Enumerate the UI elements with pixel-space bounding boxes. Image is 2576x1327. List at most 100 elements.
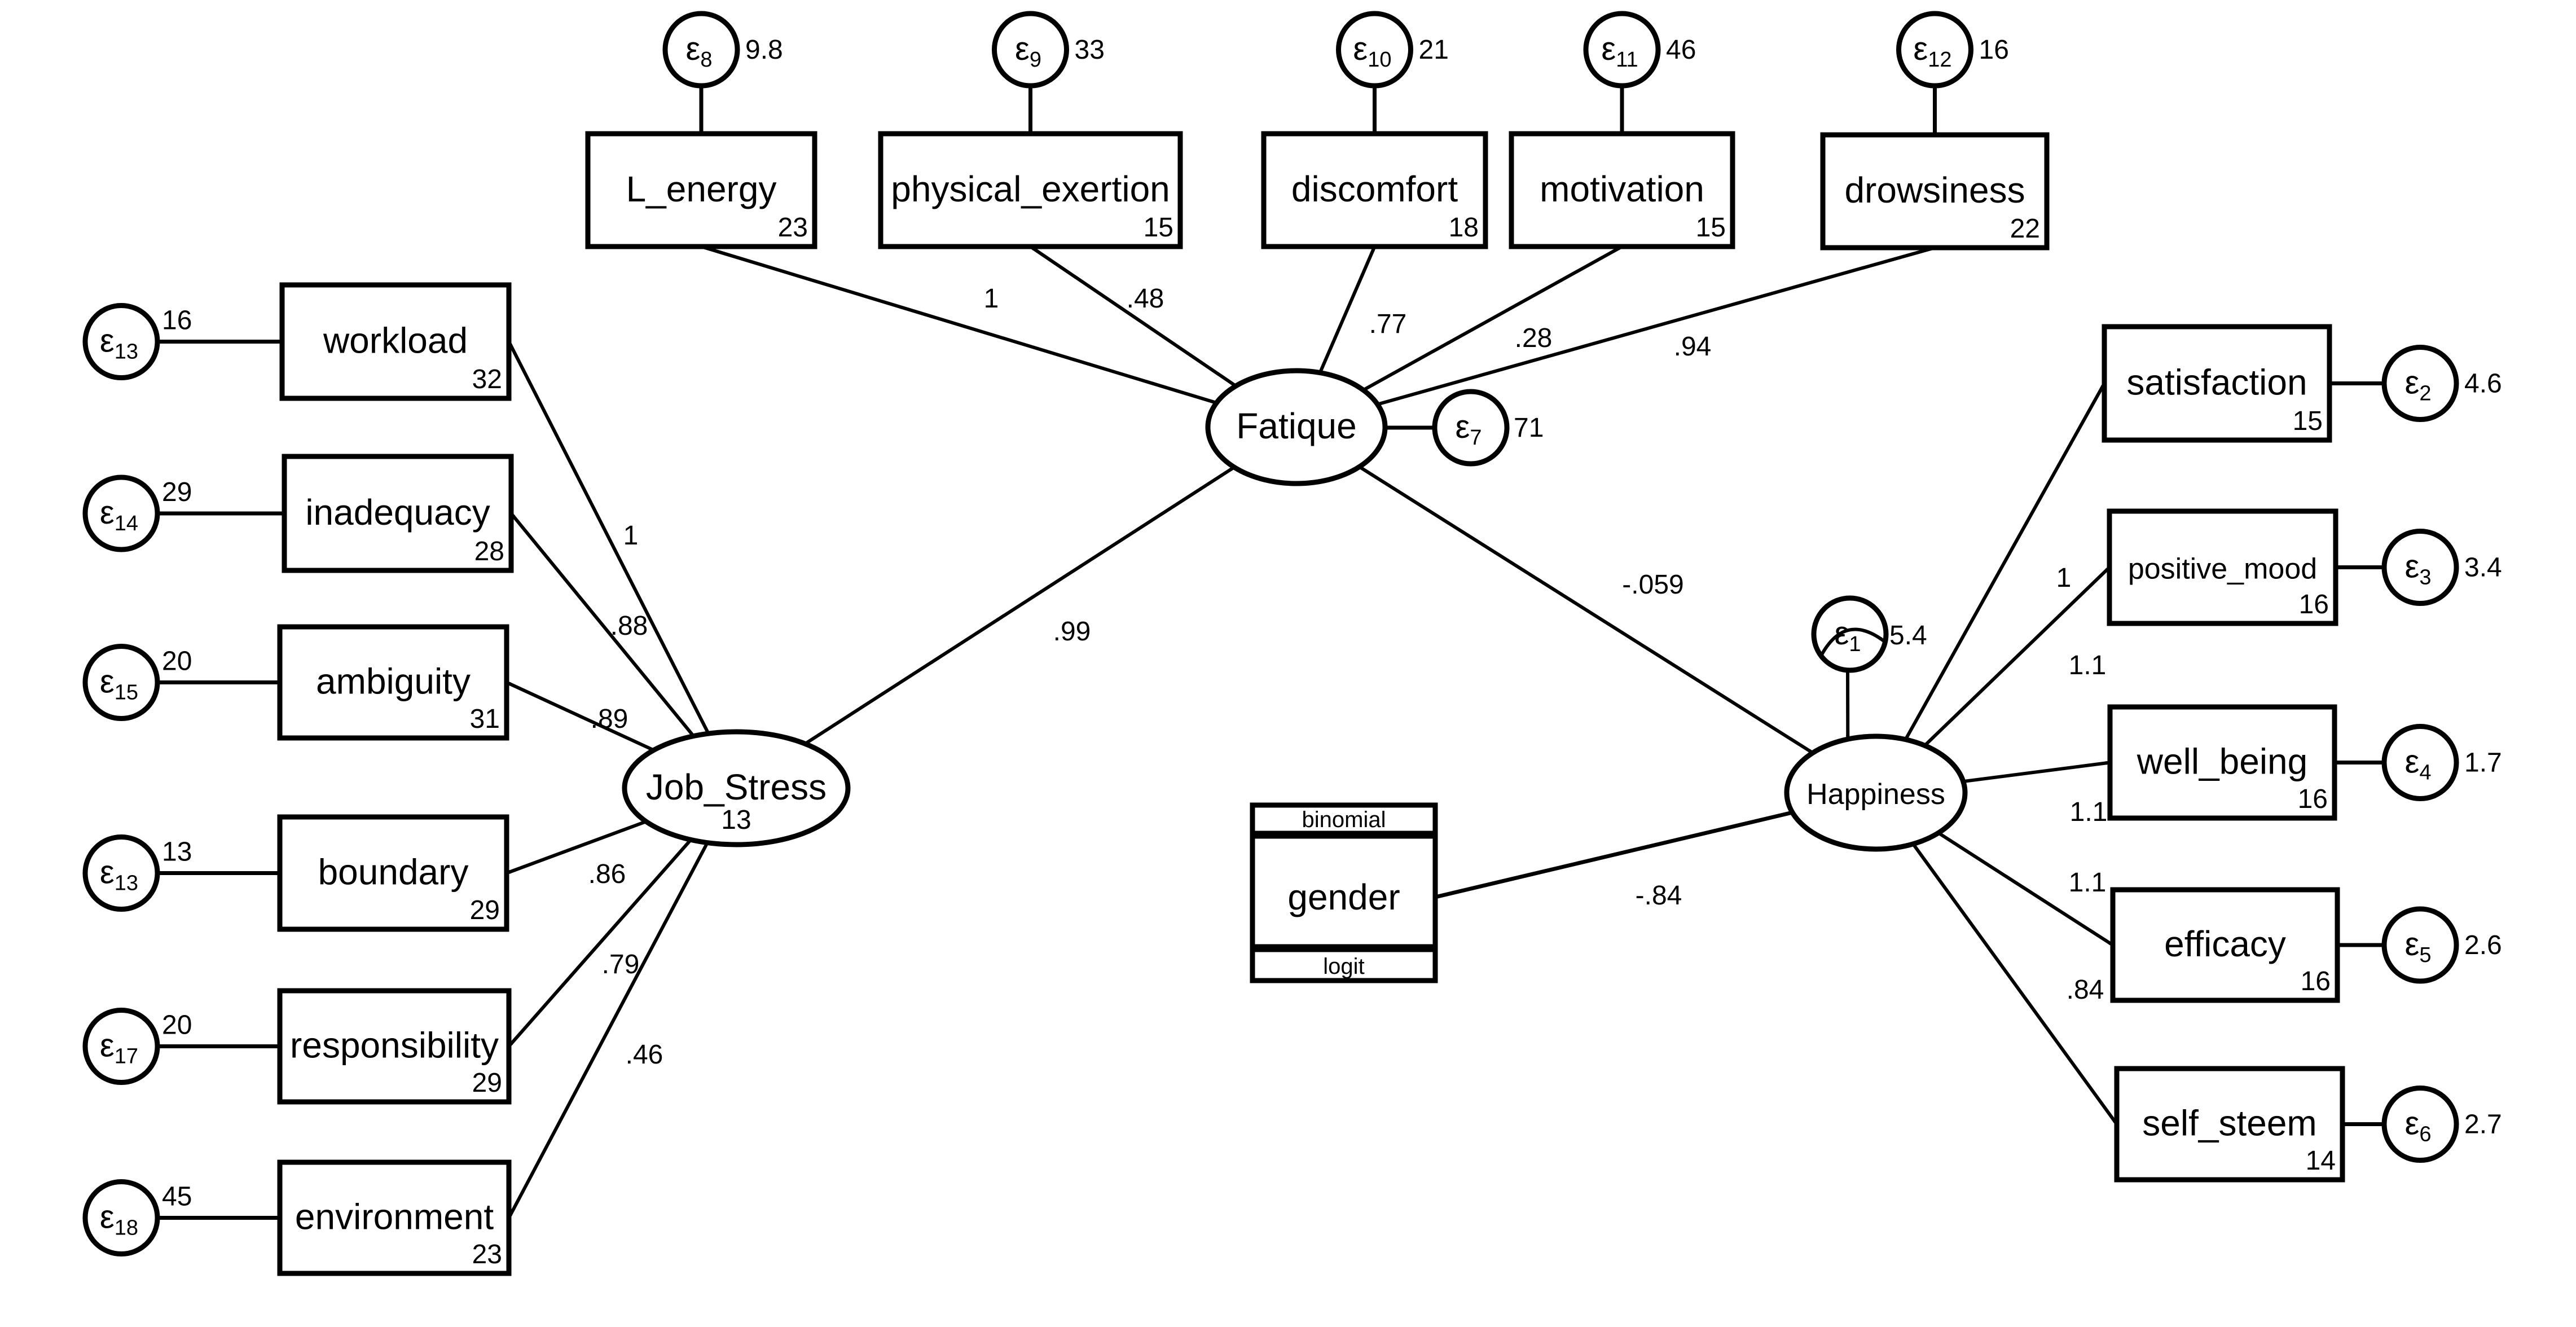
error-variance: 4.6 (2464, 369, 2502, 399)
indicator-label: responsibility (290, 1025, 499, 1066)
indicator-label: inadequacy (305, 492, 490, 533)
loading-path-efficacy (1937, 831, 2114, 947)
error-index: 9 (1030, 48, 1041, 72)
loading-coef: 1.1 (2070, 797, 2108, 827)
indicator-intercept: 16 (2299, 590, 2329, 619)
error-term-label: ε18 (100, 1199, 138, 1240)
loading-coef: 1 (623, 521, 639, 551)
indicator-intercept: 23 (778, 213, 808, 243)
indicator-box-well_being (2107, 704, 2337, 821)
loading-coef: .48 (1127, 284, 1164, 314)
error-term-label: ε14 (100, 494, 138, 535)
loading-coef: .46 (626, 1040, 663, 1070)
latent-happiness (1784, 733, 1968, 852)
loading-path-positive_mood (1923, 566, 2111, 747)
indicator-intercept: 18 (1449, 213, 1479, 243)
error-term-circle (662, 11, 740, 89)
gender-link-label: logit (1323, 954, 1364, 979)
epsilon-symbol: ε (2405, 744, 2420, 780)
nodes-layer (82, 11, 2459, 1276)
indicator-label: environment (295, 1197, 494, 1237)
error-index: 5 (2419, 943, 2431, 967)
indicator-box-physical_exertion (878, 131, 1183, 249)
error-variance: 45 (162, 1182, 192, 1212)
loading-path-ambiguity (505, 680, 654, 752)
loading-coef: .94 (1674, 332, 1712, 362)
error-variance: 9.8 (745, 35, 783, 65)
loading-path-responsibility (507, 838, 692, 1048)
error-index: 12 (1928, 48, 1951, 72)
gender-box (1250, 833, 1438, 950)
indicator-label: discomfort (1291, 169, 1458, 209)
indicator-box-motivation (1509, 131, 1735, 249)
error-term-circle (1896, 11, 1973, 89)
error-index: 6 (2419, 1123, 2431, 1146)
loading-path-well_being (1963, 761, 2111, 784)
indicator-label: drowsiness (1844, 170, 2025, 210)
loading-coef: 1.1 (2069, 651, 2107, 680)
error-index: 2 (2419, 382, 2431, 406)
indicator-box-l_energy (585, 131, 817, 249)
error-variance: 13 (162, 837, 192, 867)
error-index: 3 (2419, 566, 2431, 590)
epsilon-symbol: ε (1601, 30, 1616, 67)
epsilon-symbol: ε (1353, 30, 1368, 67)
error-index: 14 (115, 512, 138, 535)
error-term-label: ε15 (100, 663, 138, 705)
epsilon-symbol: ε (1015, 30, 1030, 67)
loading-path-environment (507, 842, 709, 1219)
latent-error-label: ε7 (1456, 408, 1482, 450)
error-term-circle (82, 1179, 160, 1256)
error-variance: 33 (1075, 35, 1105, 65)
error-index: 17 (115, 1045, 138, 1069)
loading-coef: .28 (1515, 323, 1553, 353)
error-term-label: ε2 (2405, 364, 2432, 406)
error-index: 7 (1470, 426, 1482, 450)
indicator-label: workload (323, 320, 468, 361)
loading-coef: .86 (588, 859, 626, 889)
loading-coef: .84 (2067, 975, 2104, 1005)
indicator-box-drowsiness (1820, 132, 2050, 251)
epsilon-symbol: ε (100, 1199, 115, 1236)
epsilon-symbol: ε (1913, 30, 1928, 67)
indicator-box-discomfort (1261, 131, 1488, 249)
epsilon-symbol: ε (2405, 1105, 2420, 1142)
error-term-circle (1336, 11, 1413, 89)
indicator-label: L_energy (626, 169, 777, 209)
indicator-label: physical_exertion (891, 169, 1170, 209)
latent-value: 13 (721, 805, 751, 835)
indicator-intercept: 15 (2293, 406, 2323, 436)
error-term-circle (1583, 11, 1661, 89)
indicator-box-responsibility (277, 988, 512, 1105)
error-term-circle (2381, 529, 2459, 606)
structural-coef: -.84 (1636, 881, 1682, 911)
loading-coef: .79 (602, 950, 640, 979)
error-term-label: ε17 (100, 1027, 138, 1069)
loading-path-boundary (505, 820, 647, 875)
structural-path-job-stress-fatique (804, 465, 1236, 745)
indicator-box-boundary (277, 814, 509, 932)
error-index: 4 (2419, 761, 2431, 785)
gender-family-label: binomial (1302, 807, 1386, 832)
error-variance: 29 (162, 477, 192, 507)
error-term-circle (2381, 724, 2459, 801)
error-variance: 20 (162, 1010, 192, 1040)
error-variance: 21 (1419, 35, 1449, 65)
error-index: 13 (115, 872, 138, 895)
indicator-label: boundary (318, 852, 469, 893)
edges-layer (157, 86, 2384, 1220)
structural-coef: -.059 (1622, 570, 1683, 600)
indicator-intercept: 16 (2301, 966, 2331, 996)
loading-coef: 1 (984, 284, 999, 314)
error-index: 15 (115, 681, 138, 705)
indicator-label: positive_mood (2128, 553, 2317, 586)
latent-label: Fatique (1236, 406, 1356, 446)
loading-path-motivation (1362, 245, 1623, 392)
error-term-circle (82, 644, 160, 721)
epsilon-symbol: ε (2405, 364, 2420, 401)
indicator-label: self_steem (2142, 1103, 2316, 1144)
loading-path-workload (507, 341, 710, 735)
epsilon-symbol: ε (686, 30, 701, 67)
error-term-circle (82, 303, 160, 380)
error-term-circle (2381, 345, 2459, 422)
